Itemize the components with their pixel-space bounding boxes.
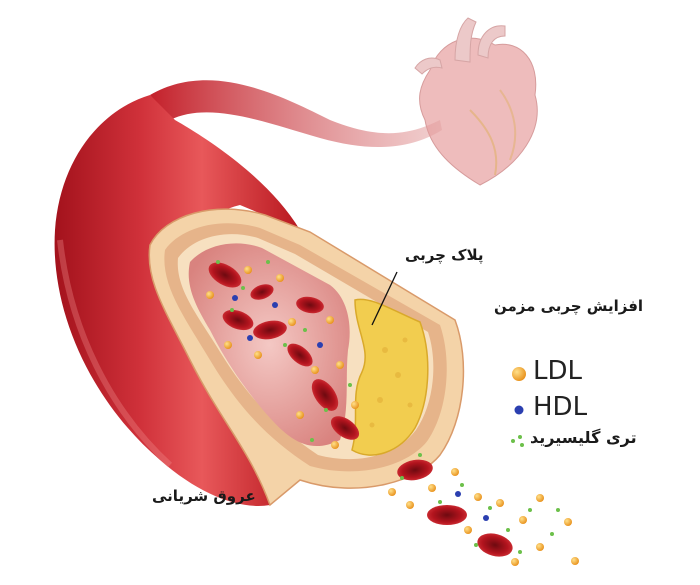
red-blood-cell-icon bbox=[208, 262, 360, 440]
legend-ldl-label: LDL bbox=[533, 356, 582, 386]
outflow-hdl bbox=[455, 491, 489, 521]
outflow-triglycerides bbox=[400, 453, 560, 554]
plaque-label: پلاک چربی bbox=[405, 246, 484, 264]
fatty-plaque bbox=[351, 298, 429, 456]
vessel-tail bbox=[150, 80, 442, 148]
hdl-particle-icon bbox=[232, 295, 323, 348]
plaque-leader-line bbox=[371, 271, 398, 326]
heart-icon bbox=[414, 17, 538, 186]
legend-ldl-marker bbox=[512, 367, 526, 381]
ldl-particle-icon bbox=[206, 266, 359, 449]
legend-hdl-label: HDL bbox=[533, 392, 588, 422]
triglyceride-particle-icon bbox=[216, 260, 352, 442]
legend-triglyceride-marker bbox=[511, 435, 524, 447]
outflow-ldl bbox=[388, 468, 579, 566]
chronic-fat-label: افزایش چربی مزمن bbox=[494, 297, 644, 315]
legend-triglyceride-label: تری گلیسیرید bbox=[530, 428, 637, 447]
legend-hdl-marker bbox=[514, 405, 524, 415]
artery-lumen bbox=[188, 243, 350, 447]
outflow-cells bbox=[397, 459, 513, 557]
arteries-label: عروق شریانی bbox=[152, 487, 256, 505]
